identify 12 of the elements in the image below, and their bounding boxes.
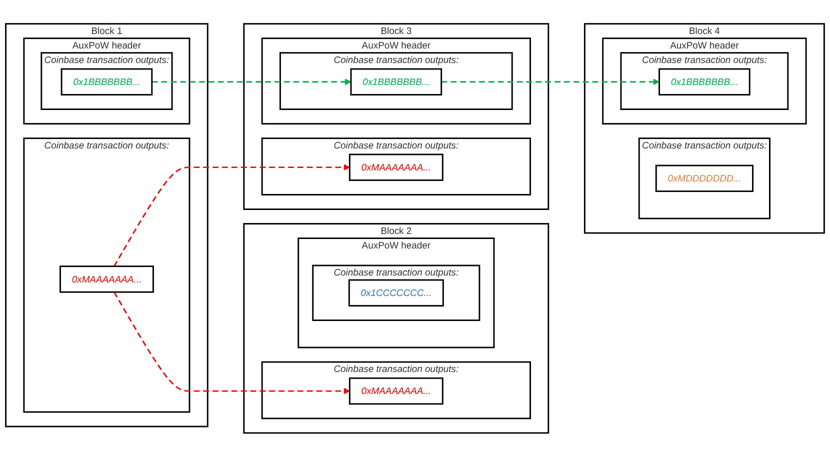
arrow — [152, 78, 352, 85]
node-box: 0xMAAAAAAA... — [60, 265, 154, 292]
node-box: 0x1BBBBBBB... — [350, 68, 442, 96]
node-box: 0x1BBBBBBB... — [658, 68, 750, 96]
node-box: 0x1CCCCCCC... — [348, 278, 444, 306]
node-box: 0xMDDDDDDD... — [655, 164, 754, 192]
node-box: 0xMAAAAAAA... — [348, 153, 444, 181]
arrow — [441, 78, 660, 85]
node-box: 0xMAAAAAAA... — [348, 377, 444, 404]
arrow — [114, 291, 350, 394]
node-box: 0x1BBBBBBB... — [60, 68, 153, 96]
arrow — [114, 164, 350, 266]
